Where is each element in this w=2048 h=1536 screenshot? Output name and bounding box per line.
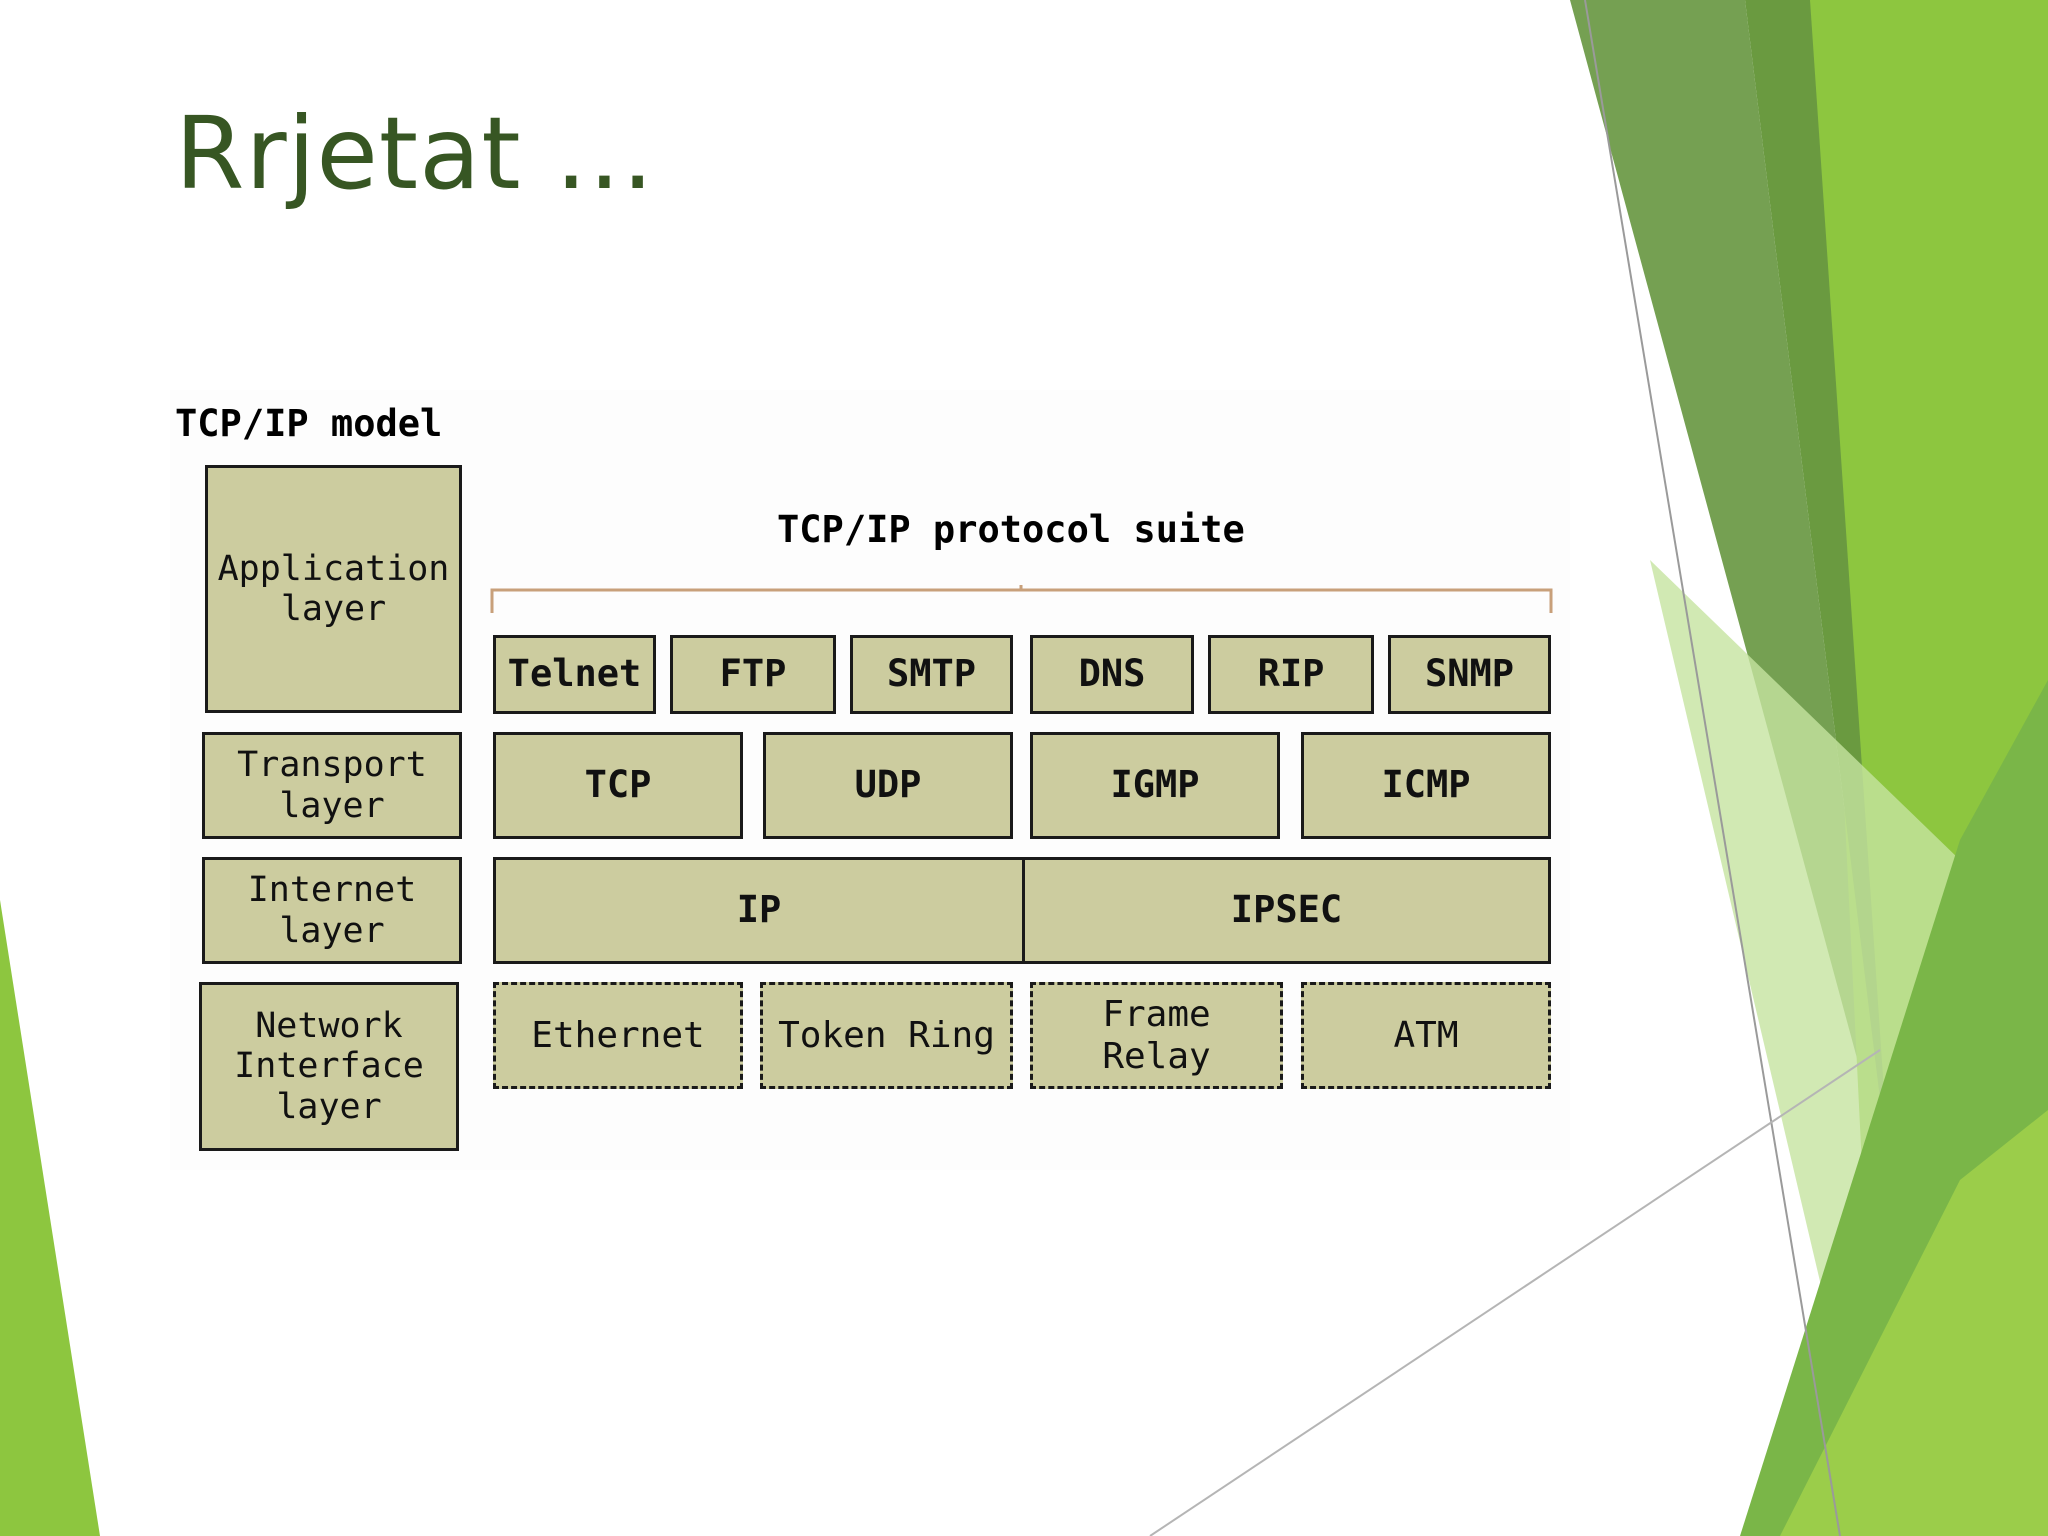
interface-atm: ATM	[1301, 982, 1551, 1089]
protocol-snmp: SNMP	[1388, 635, 1551, 714]
suite-bracket	[490, 585, 1553, 613]
protocol-telnet: Telnet	[493, 635, 656, 714]
protocol-dns: DNS	[1030, 635, 1194, 714]
interface-token-ring: Token Ring	[760, 982, 1013, 1089]
thin-line-1	[1584, 0, 1841, 1536]
protocol-rip: RIP	[1208, 635, 1374, 714]
interface-frame-relay: Frame Relay	[1030, 982, 1283, 1089]
protocol-ipsec: IPSEC	[1022, 857, 1551, 964]
application-layer: Application layer	[205, 465, 462, 713]
transport-layer: Transport layer	[202, 732, 462, 839]
interface-ethernet: Ethernet	[493, 982, 743, 1089]
green-shape-left	[0, 900, 100, 1536]
thin-line-2	[1149, 1049, 1881, 1536]
suite-title: TCP/IP protocol suite	[777, 508, 1245, 551]
model-title: TCP/IP model	[175, 402, 443, 445]
slide-title: Rrjetat …	[175, 95, 656, 212]
green-shape-bottom-accent	[1780, 1110, 2048, 1536]
protocol-igmp: IGMP	[1030, 732, 1280, 839]
protocol-tcp: TCP	[493, 732, 743, 839]
protocol-smtp: SMTP	[850, 635, 1013, 714]
internet-layer: Internet layer	[202, 857, 462, 964]
protocol-ip: IP	[493, 857, 1025, 964]
network-interface-layer: Network Interface layer	[199, 982, 459, 1151]
protocol-udp: UDP	[763, 732, 1013, 839]
protocol-ftp: FTP	[670, 635, 836, 714]
protocol-icmp: ICMP	[1301, 732, 1551, 839]
